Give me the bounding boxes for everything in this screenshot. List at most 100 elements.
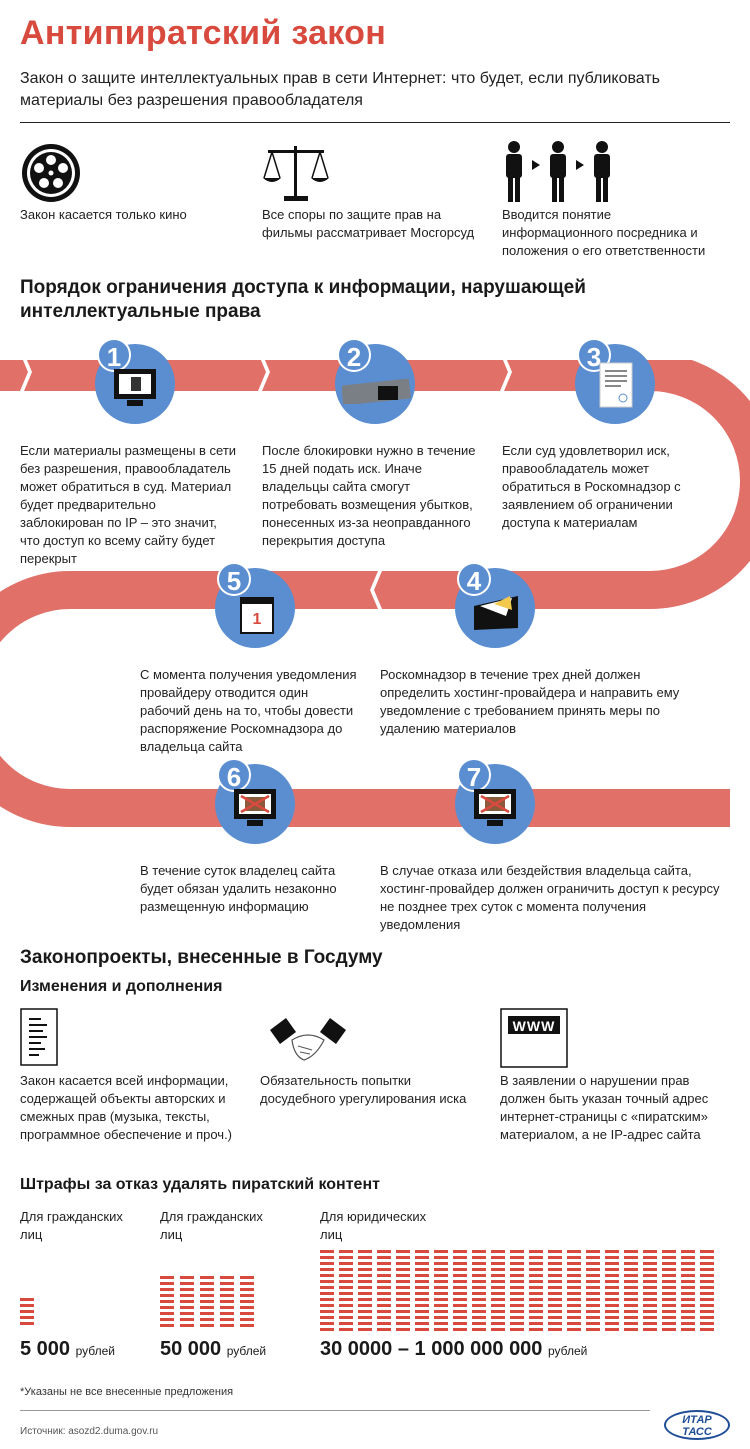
fine-bar [624, 1310, 638, 1313]
step-text: Если суд удовлетворил иск, правообладате… [502, 443, 681, 530]
fine-bar [700, 1262, 714, 1265]
fine-bar [200, 1288, 214, 1291]
bill-text: Обязательность попытки досудебного урегу… [260, 1073, 467, 1106]
fine-bar [586, 1256, 600, 1259]
fine-bar [700, 1274, 714, 1277]
fine-bar [700, 1310, 714, 1313]
fine-bar [605, 1268, 619, 1271]
step-number: 1 [97, 338, 131, 372]
fine-bar [240, 1324, 254, 1327]
fine-bar [586, 1304, 600, 1307]
fine-bar [662, 1304, 676, 1307]
fine-bar [377, 1256, 391, 1259]
fine-bar [700, 1298, 714, 1301]
fine-bar [320, 1316, 334, 1319]
fine-bar [415, 1298, 429, 1301]
fine-bar [20, 1310, 34, 1313]
fine-bar [510, 1280, 524, 1283]
fine-bar [220, 1324, 234, 1327]
fine-bar [681, 1286, 695, 1289]
fine-bar [529, 1274, 543, 1277]
fine-bar [377, 1268, 391, 1271]
fine-bar [472, 1298, 486, 1301]
fine-bar [643, 1298, 657, 1301]
fine-bar [415, 1316, 429, 1319]
fine-bar [453, 1328, 467, 1331]
fine-bar [200, 1300, 214, 1303]
fine-bar [605, 1322, 619, 1325]
fine-bar [548, 1310, 562, 1313]
fine-bar [358, 1310, 372, 1313]
fine-bar [491, 1292, 505, 1295]
fine-bar [510, 1268, 524, 1271]
fine-bar [453, 1310, 467, 1313]
fine-bar [510, 1328, 524, 1331]
film-reel-icon [22, 144, 80, 202]
fine-bar [415, 1328, 429, 1331]
fine-bar [377, 1250, 391, 1253]
fine-bar [396, 1280, 410, 1283]
fine-bar [643, 1256, 657, 1259]
fine-bar [358, 1268, 372, 1271]
fine-bar [200, 1312, 214, 1315]
fine-bar [200, 1276, 214, 1279]
fine-bar [529, 1256, 543, 1259]
fine-bar [624, 1268, 638, 1271]
fine-bar [529, 1328, 543, 1331]
step-number: 2 [337, 338, 371, 372]
fine-bar [567, 1310, 581, 1313]
fine-bar [681, 1274, 695, 1277]
fine-bar [586, 1322, 600, 1325]
process-road [0, 360, 750, 827]
fine-bar [434, 1328, 448, 1331]
fine-bar [220, 1312, 234, 1315]
fine-bar [320, 1262, 334, 1265]
fine-bar [20, 1322, 34, 1325]
fine-bar [434, 1310, 448, 1313]
fine-bar [396, 1304, 410, 1307]
fine-bar [377, 1304, 391, 1307]
fine-bar [472, 1328, 486, 1331]
fine-bar [434, 1286, 448, 1289]
fine-bar [643, 1286, 657, 1289]
fine-bar [643, 1268, 657, 1271]
fine-bar [567, 1274, 581, 1277]
source: Источник: asozd2.duma.gov.ru [20, 1426, 159, 1437]
fine-bar [510, 1304, 524, 1307]
fine-bar [662, 1328, 676, 1331]
fine-bar [415, 1250, 429, 1253]
fine-bar [472, 1304, 486, 1307]
www-icon [500, 1008, 568, 1068]
fine-bar [681, 1262, 695, 1265]
fine-bar [472, 1322, 486, 1325]
fine-bar [605, 1310, 619, 1313]
fine-bar [662, 1274, 676, 1277]
fine-bar [240, 1312, 254, 1315]
fine-bar [548, 1322, 562, 1325]
fine-bar [605, 1280, 619, 1283]
fine-bar [567, 1298, 581, 1301]
fine-bar [700, 1292, 714, 1295]
fine-bar [491, 1250, 505, 1253]
fine-bar [396, 1262, 410, 1265]
fine-bar [700, 1322, 714, 1325]
fine-bar [567, 1328, 581, 1331]
fine-bar [624, 1322, 638, 1325]
fine-bar [624, 1304, 638, 1307]
fine-bar [339, 1250, 353, 1253]
fine-bar [548, 1250, 562, 1253]
fine-bar [160, 1318, 174, 1321]
fine-bar [160, 1288, 174, 1291]
fine-bar [200, 1318, 214, 1321]
fine-bar [358, 1328, 372, 1331]
fine-bar [339, 1292, 353, 1295]
monitor-icon [114, 369, 156, 406]
fine-bar [700, 1256, 714, 1259]
fine-bar [396, 1286, 410, 1289]
divider [20, 1410, 650, 1411]
fine-bar [548, 1262, 562, 1265]
fine-bar [529, 1250, 543, 1253]
fine-bar [548, 1292, 562, 1295]
step-text: С момента получения уведомления провайде… [140, 667, 357, 754]
fine-bar [20, 1316, 34, 1319]
